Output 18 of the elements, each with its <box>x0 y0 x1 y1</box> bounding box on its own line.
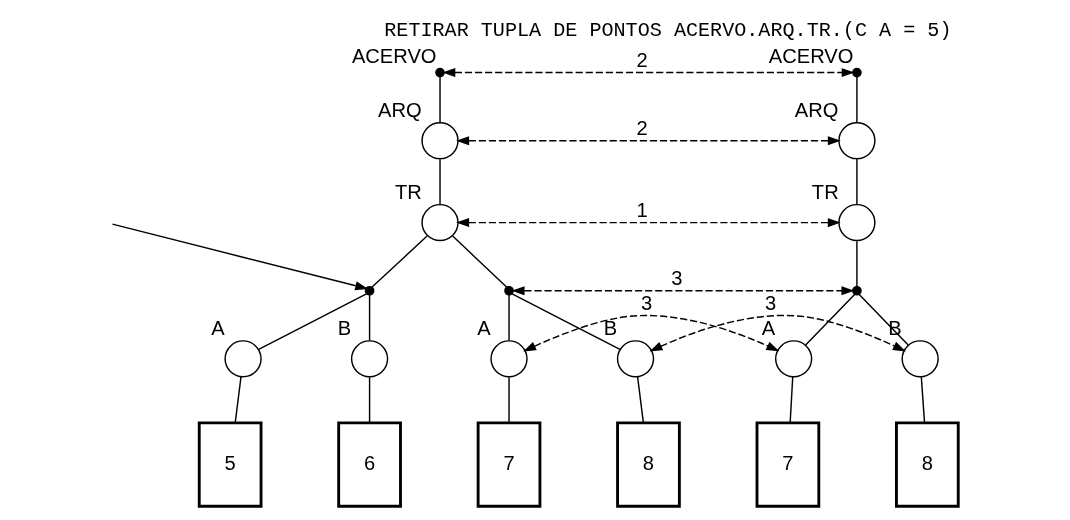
node-label: ARQ <box>794 99 839 122</box>
edge-label: 3 <box>765 292 777 315</box>
node-label: ACERVO <box>351 44 437 67</box>
node-label: ACERVO <box>768 44 854 67</box>
node-label: A <box>477 317 491 340</box>
node-label: TR <box>811 181 839 204</box>
edge-label: 2 <box>636 49 648 72</box>
node-label: B <box>603 317 618 340</box>
edge-label: 3 <box>641 292 653 315</box>
node-label: A <box>211 317 225 340</box>
edge-label: 3 <box>671 267 683 290</box>
node-label: ARQ <box>377 99 422 122</box>
diagram-title: RETIRAR TUPLA DE PONTOS ACERVO.ARQ.TR.(C A = 5) <box>384 18 952 42</box>
node-label: A <box>761 317 776 340</box>
edge-label: 2 <box>636 117 648 140</box>
edge-label: 1 <box>636 199 648 222</box>
node-label: TR <box>394 181 422 204</box>
node-label: B <box>337 317 352 340</box>
